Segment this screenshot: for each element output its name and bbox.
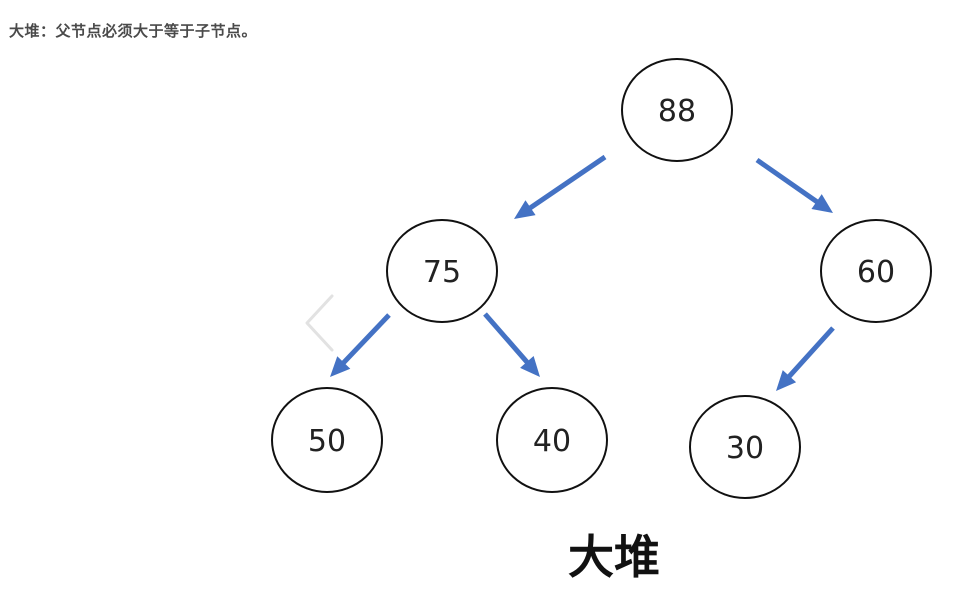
arrowhead: [514, 200, 536, 219]
heap-node-60: 60: [820, 219, 932, 323]
node-label: 88: [658, 94, 696, 129]
diagram-title: 大堆: [568, 530, 660, 584]
heap-node-75: 75: [386, 219, 498, 323]
node-circle: [271, 387, 383, 493]
node-circle: [689, 395, 801, 499]
edge-line: [527, 154, 607, 211]
node-circle: [820, 219, 932, 323]
edge-n88-n75: [514, 154, 607, 219]
node-label: 50: [308, 424, 346, 459]
arrowhead: [520, 356, 540, 377]
node-label: 30: [726, 431, 764, 466]
edge-n60-n30: [776, 326, 835, 391]
node-label: 75: [423, 255, 461, 290]
node-label: 60: [857, 255, 895, 290]
node-circle: [496, 387, 608, 493]
heap-node-50: 50: [271, 387, 383, 493]
edge-line: [483, 312, 531, 366]
node-label: 40: [533, 424, 571, 459]
node-circle: [386, 219, 498, 323]
edge-line: [340, 313, 391, 366]
edge-n75-n50: [330, 313, 391, 377]
edge-n75-n40: [483, 312, 540, 377]
chevron-left-icon[interactable]: [305, 294, 334, 352]
edges-layer: [330, 154, 835, 391]
node-circle: [621, 58, 733, 162]
heap-node-30: 30: [689, 395, 801, 499]
arrowhead: [776, 370, 797, 391]
edge-line: [755, 157, 820, 205]
arrowhead: [330, 356, 351, 377]
page-caption: 大堆：父节点必须大于等于子节点。: [9, 22, 258, 40]
edge-n88-n60: [755, 157, 833, 213]
nodes-layer: 88 75 60 50 40 30: [271, 58, 932, 499]
arrowhead: [811, 194, 833, 213]
heap-node-88: 88: [621, 58, 733, 162]
heap-node-40: 40: [496, 387, 608, 493]
edge-line: [786, 326, 835, 380]
